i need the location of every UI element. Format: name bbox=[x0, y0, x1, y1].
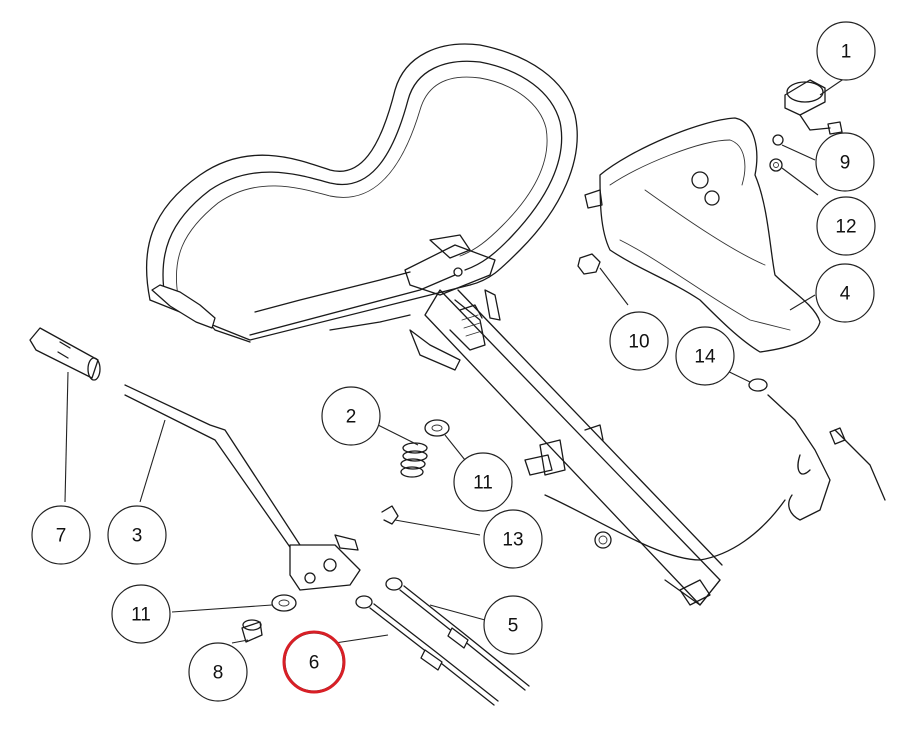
callout-6: 6 bbox=[282, 630, 346, 694]
leader-lines bbox=[64, 77, 846, 644]
callout-label-14: 14 bbox=[694, 347, 716, 368]
callout-label-10: 10 bbox=[628, 332, 649, 353]
callout-label-11-upper: 11 bbox=[473, 473, 493, 494]
callout-8: 8 bbox=[188, 642, 248, 702]
highlight-ring bbox=[282, 630, 346, 694]
callout-14: 14 bbox=[675, 326, 735, 386]
part-8-bushing bbox=[241, 619, 263, 643]
callout-11-upper: 11 bbox=[453, 452, 513, 512]
callout-label-12: 12 bbox=[835, 217, 856, 238]
part-13-clip bbox=[381, 505, 399, 525]
callout-3: 3 bbox=[107, 505, 167, 565]
callout-13: 13 bbox=[483, 509, 543, 569]
callout-label-1: 1 bbox=[841, 42, 852, 63]
steering-cover bbox=[584, 117, 821, 353]
callout-10: 10 bbox=[609, 311, 669, 371]
steering-column bbox=[404, 234, 723, 606]
callout-label-6: 6 bbox=[309, 653, 320, 674]
callout-label-7: 7 bbox=[56, 526, 67, 547]
part-5-cable-rod bbox=[385, 577, 530, 691]
callout-9: 9 bbox=[815, 132, 875, 192]
parts-9-12-fasteners bbox=[769, 134, 784, 172]
part-2-spring bbox=[400, 442, 428, 478]
part-1-switch bbox=[784, 79, 843, 135]
callout-label-5: 5 bbox=[508, 616, 519, 637]
callout-label-13: 13 bbox=[502, 530, 523, 551]
callout-label-4: 4 bbox=[840, 284, 851, 305]
handlebar-frame bbox=[145, 43, 578, 343]
callout-label-8: 8 bbox=[213, 663, 224, 684]
callout-label-2: 2 bbox=[346, 407, 357, 428]
callout-label-3: 3 bbox=[132, 526, 143, 547]
callout-7: 7 bbox=[31, 505, 91, 565]
callout-2: 2 bbox=[321, 386, 381, 446]
part-6-cable-rod bbox=[355, 595, 499, 706]
callout-1: 1 bbox=[816, 21, 876, 81]
part-7-grip bbox=[29, 327, 101, 381]
part-11-washer-lower bbox=[271, 594, 297, 612]
part-11-washer-upper bbox=[424, 419, 450, 437]
part-14-cable bbox=[544, 378, 886, 561]
callout-4: 4 bbox=[815, 263, 875, 323]
callout-label-9: 9 bbox=[840, 153, 851, 174]
callout-11-lower: 11 bbox=[111, 584, 171, 644]
callout-5: 5 bbox=[483, 595, 543, 655]
part-10-nut bbox=[577, 253, 601, 275]
part-3-lever bbox=[124, 384, 361, 591]
callout-12: 12 bbox=[816, 196, 876, 256]
callout-label-11-lower: 11 bbox=[131, 605, 151, 626]
